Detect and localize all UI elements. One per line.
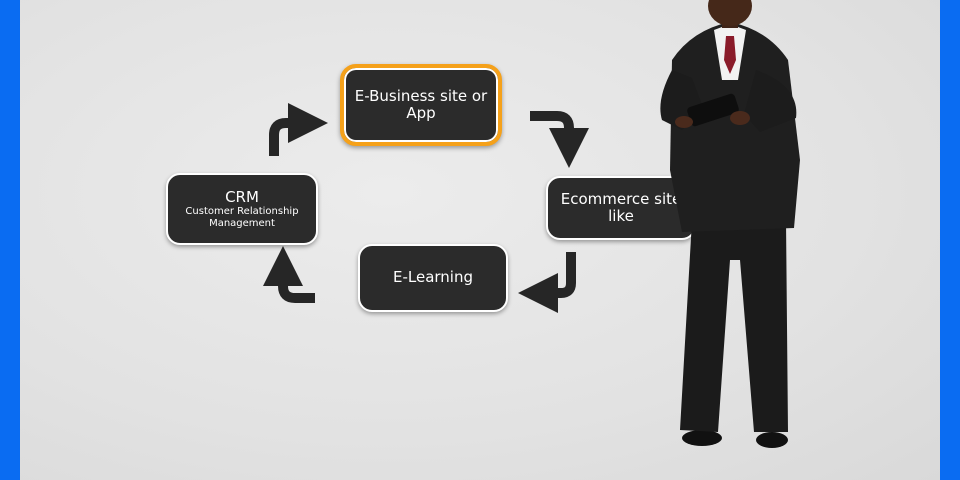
businessman-with-tablet-icon xyxy=(660,0,800,448)
arrow-crm-to-ebusiness xyxy=(269,103,328,156)
node-ebusiness: E-Business site or App xyxy=(340,64,502,146)
node-ecommerce-line2: like xyxy=(608,207,634,225)
node-ecommerce-line1: Ecommerce site xyxy=(560,189,682,208)
node-ebusiness-line1: E-Business site or xyxy=(354,86,488,105)
arrow-elearning-to-crm xyxy=(263,246,315,303)
arrow-ebusiness-to-ecommerce xyxy=(530,111,589,168)
node-elearning: E-Learning xyxy=(358,244,508,312)
node-ebusiness-line2: App xyxy=(406,104,436,122)
cycle-arrows xyxy=(263,103,589,313)
node-crm-line2: Management xyxy=(209,217,275,229)
node-crm: CRM Customer Relationship Management xyxy=(166,173,318,245)
arrow-ecommerce-to-elearning xyxy=(518,252,576,313)
node-ecommerce: Ecommerce site like xyxy=(546,176,696,240)
node-crm-line1: Customer Relationship xyxy=(185,206,299,218)
node-crm-title: CRM xyxy=(225,187,259,206)
node-elearning-label: E-Learning xyxy=(392,268,473,287)
